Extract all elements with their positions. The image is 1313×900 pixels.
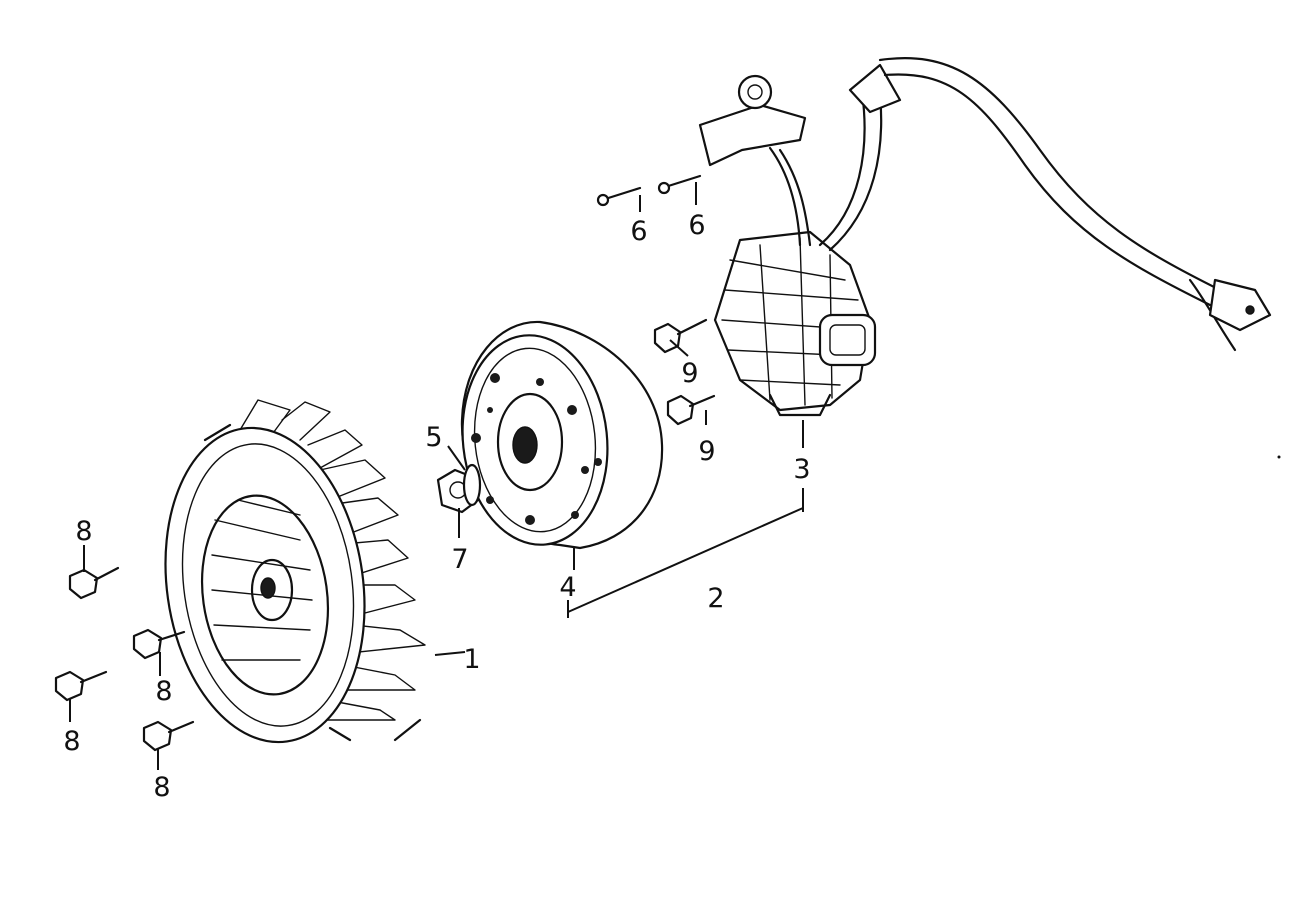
leader-lines <box>69 182 804 770</box>
callout-8-c: 8 <box>63 726 80 757</box>
stator-assembly <box>698 57 1272 417</box>
callout-2: 2 <box>707 583 724 614</box>
screw-part-6-left <box>596 186 642 207</box>
bolt-part-9-lower <box>666 394 716 426</box>
callout-8-a: 8 <box>75 516 92 547</box>
callout-9-lower: 9 <box>698 436 715 467</box>
callout-8-d: 8 <box>153 772 170 803</box>
bolt-part-8-a <box>68 566 120 600</box>
callout-4: 4 <box>559 572 576 603</box>
bolt-part-9-upper <box>653 318 708 354</box>
callout-7: 7 <box>451 544 468 575</box>
stray-dot <box>1277 455 1281 459</box>
cooling-fan <box>164 399 426 744</box>
callout-5: 5 <box>425 422 442 453</box>
callout-1: 1 <box>463 644 480 675</box>
callout-9-upper: 9 <box>681 358 698 389</box>
washer-part-5 <box>462 463 482 507</box>
flywheel-rotor <box>460 320 664 550</box>
callout-8-b: 8 <box>155 676 172 707</box>
callout-labels: 1 2 3 4 5 6 6 7 8 8 8 8 9 9 <box>63 210 810 803</box>
callout-6-right: 6 <box>688 210 705 241</box>
bolt-part-8-c <box>54 670 108 702</box>
callout-3: 3 <box>793 454 810 485</box>
callout-6-left: 6 <box>630 216 647 247</box>
bolt-part-8-d <box>142 720 195 752</box>
screw-part-6-right <box>657 174 702 195</box>
